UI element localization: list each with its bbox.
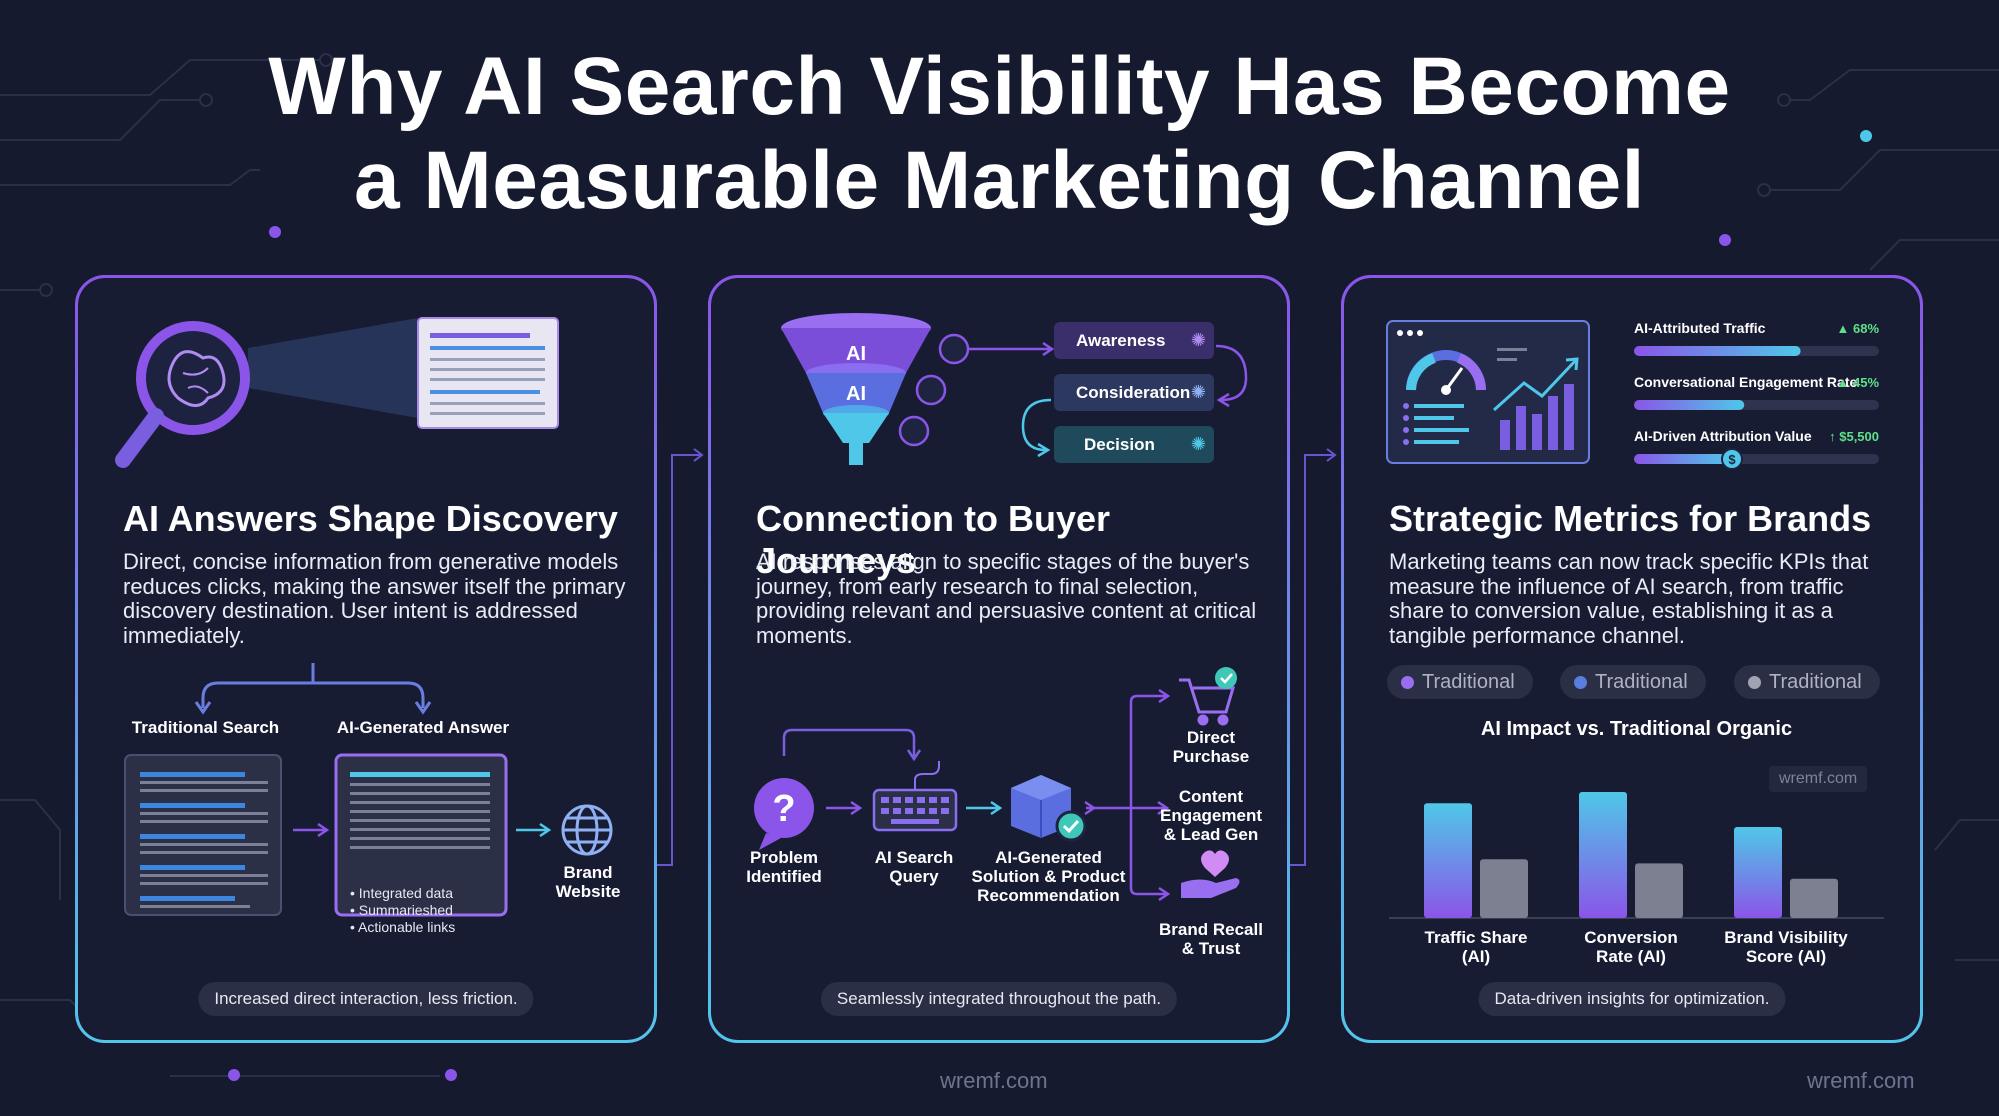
dashboard-icon [1386,320,1590,464]
metric-bar-traffic [1634,346,1801,356]
direct-purchase-label: Direct Purchase [1172,728,1250,766]
metric-value-engagement: ▲ 45% [1836,375,1880,390]
panel3-title: Strategic Metrics for Brands [1389,498,1872,539]
ai-answer-icon [334,753,508,917]
panel1-footer-pill: Increased direct interaction, less frict… [198,982,534,1016]
panel3-description: Marketing teams can now track specific K… [1389,549,1869,648]
title-line-1: Why AI Search Visibility Has Become [268,41,1731,132]
brand-recall-label: Brand Recall & Trust [1159,920,1263,958]
panel1-description: Direct, concise information from generat… [123,549,626,648]
panel1-illustration [115,317,613,917]
magnifier-brain-icon [115,318,418,468]
metric-value-traffic: ▲ 68% [1836,321,1880,336]
metric-label-engagement: Conversational Engagement Rate [1634,374,1858,390]
metric-bar-attribution [1634,454,1732,464]
metric-bar-engagement [1634,400,1745,410]
question-icon: ? [754,778,814,850]
chart-bar-series0-cat2 [1734,827,1782,918]
globe-icon [561,804,613,856]
panel2-illustration: ? [754,313,1248,902]
brain-icon: ✺ [1190,434,1206,454]
chart-title: AI Impact vs. Traditional Organic [1480,718,1793,740]
bullet-item: • Integrated data [350,885,453,901]
title-line-2: a Measurable Marketing Channel [354,135,1645,226]
panel3-footer-pill: Data-driven insights for optimization. [1478,982,1786,1016]
ai-search-query-label: AI Search Query [874,848,954,886]
panel-strategic-metrics: $ AI-Attributed Traffic ▲ 68% Conversati… [1341,275,1923,1043]
chart-bar-series0-cat0 [1424,803,1472,918]
chart-bar-series1-cat1 [1635,863,1683,918]
ai-solution-label: AI-Generated Solution & Product Recommen… [971,848,1126,905]
brand-website-label: Brand Website [555,863,621,901]
legend-item: Traditional [1387,665,1533,699]
keyboard-icon [872,761,958,832]
brain-icon: ✺ [1190,330,1206,350]
metric-label-attribution: AI-Driven Attribution Value [1634,428,1812,444]
hand-heart-icon [1181,850,1240,898]
legend-dot [1401,675,1414,689]
page-title: Why AI Search Visibility Has Become a Me… [0,40,1999,228]
metric-label-traffic: AI-Attributed Traffic [1634,320,1766,336]
svg-text:$: $ [1728,452,1736,467]
chart-bars [1424,792,1838,918]
legend-item: Traditional [1734,665,1880,699]
product-box-icon [1011,775,1087,842]
legend-dot [1574,675,1587,689]
panel2-footer-pill: Seamlessly integrated throughout the pat… [820,982,1178,1016]
chart-x-label: Traffic Share(AI) [1424,928,1528,966]
funnel-label-mid: AI [846,383,866,405]
watermark-right: wremf.com [1807,1068,1915,1093]
stage-awareness: Awareness ✺ [1054,322,1214,359]
chart-watermark: wremf.com [1769,766,1868,792]
stage-consideration: Consideration ✺ [1054,374,1214,411]
stage-decision: Decision ✺ [1054,426,1214,463]
panel-ai-answers: AI Answers Shape Discovery Direct, conci… [75,275,657,1043]
panel3-illustration: $ [1386,320,1884,919]
chart-bar-series0-cat1 [1579,792,1627,918]
ai-answer-label: AI-Generated Answer [336,718,510,737]
traditional-search-icon [124,754,282,916]
legend-dot [1748,675,1761,689]
panel2-description: AI responses align to specific stages of… [756,549,1257,648]
traditional-search-label: Traditional Search [131,718,280,737]
svg-text:?: ? [772,788,795,830]
content-engagement-label: Content Engagement & Lead Gen [1159,787,1263,844]
chart-bar-series1-cat0 [1480,859,1528,918]
bullet-item: • Actionable links [350,919,456,935]
panel-buyer-journeys: ? [708,275,1290,1043]
legend-item: Traditional [1560,665,1706,699]
brain-icon: ✺ [1190,382,1206,402]
metric-value-attribution: ↑ $5,500 [1829,429,1879,444]
funnel-icon [781,313,931,465]
bullet-item: • Summarieshed [350,902,453,918]
ai-answer-bullets: • Integrated data • Summarieshed • Actio… [350,885,500,936]
panel1-title: AI Answers Shape Discovery [123,498,618,539]
chart-bar-series1-cat2 [1790,878,1838,918]
watermark-center: wremf.com [940,1068,1048,1093]
funnel-label-top: AI [846,343,866,365]
panel2-title: Connection to Buyer Journeys [756,498,1111,581]
dollar-coin-icon: $ [1721,448,1743,470]
problem-identified-label: Problem Identified [746,848,822,886]
answer-document-icon [417,317,559,429]
